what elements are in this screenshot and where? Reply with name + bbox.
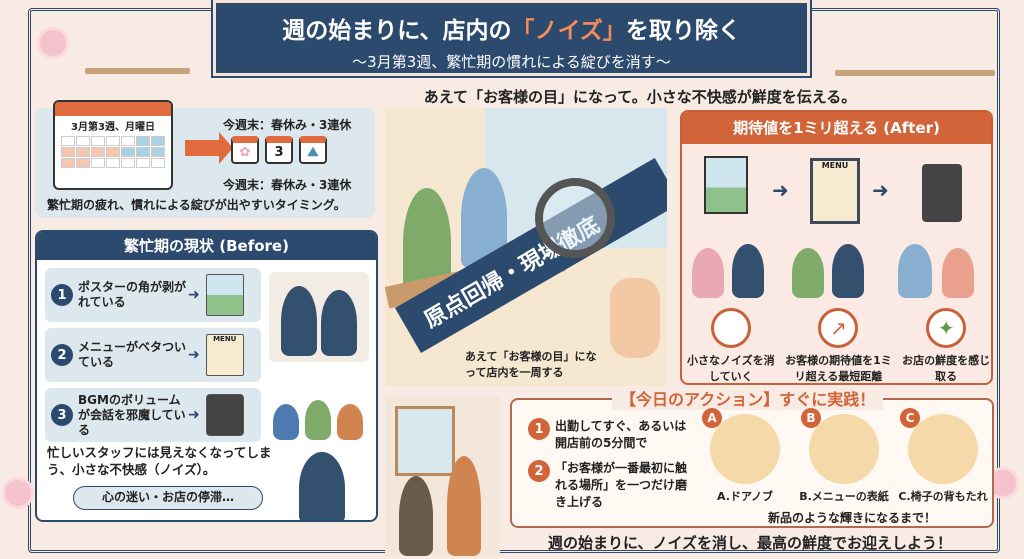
action-step: 2 「お客様が一番最初に触れる場所」を一つだけ磨き上げる (522, 460, 692, 511)
action-step: 1 出勤してすぐ、あるいは開店前の5分間で (522, 418, 692, 452)
title-part: 週の始まりに、店内の (282, 18, 512, 44)
action-target: B B.メニューの表紙 (795, 408, 893, 504)
arrow-icon: ➜ (188, 407, 200, 423)
arrow-icon: ➜ (188, 287, 200, 303)
thought-bubble: 心の迷い・お店の停滞… (73, 486, 263, 510)
speaker-icon (922, 164, 962, 222)
target-badge: C (900, 408, 920, 428)
no-noise-icon (710, 308, 751, 348)
item-text: メニューがベタついている (78, 340, 187, 369)
after-point: 小さなノイズを消していく (686, 308, 776, 383)
item-number: 2 (51, 344, 73, 366)
sakura-calendar-icon: ✿ (231, 136, 259, 164)
before-title: 繁忙期の現状 (Before) (37, 232, 376, 260)
speaker-icon (205, 394, 244, 436)
arrow-right-icon (185, 132, 233, 164)
torn-poster-icon (205, 274, 244, 316)
bottom-slogan: 週の始まりに、ノイズを消し、最高の鮮度でお迎えしよう！ (547, 534, 953, 552)
up-arrow-icon: ↗ (818, 308, 859, 348)
sticky-menu-icon: MENU (205, 334, 244, 376)
cherry-blossom-icon (5, 480, 31, 506)
after-point: ↗ お客様の期待値を1ミリ超える最短距離 (783, 308, 893, 383)
tired-staff-illustration (269, 272, 369, 362)
shelf (85, 68, 190, 74)
calendar-label: 3月第3週、月曜日 (71, 122, 155, 133)
step-number: 1 (528, 418, 550, 440)
action-target: A A.ドアノブ (696, 408, 794, 504)
step-text: 「お客様が一番最初に触れる場所」を一つだけ磨き上げる (555, 461, 688, 509)
travel-calendar-icon: ⛰ (299, 136, 327, 164)
magnifying-glass-icon (535, 178, 615, 258)
arrow-icon: ➜ (872, 178, 889, 202)
todays-action-panel: 【今日のアクション】すぐに実践！ 1 出勤してすぐ、あるいは開店前の5分間で 2… (510, 386, 994, 528)
arrow-icon: ➜ (188, 347, 200, 363)
after-point: ✦ お店の鮮度を感じ取る (901, 308, 991, 383)
title-banner: 週の始まりに、店内の「ノイズ」を取り除く 〜3月第3週、繁忙期の慣れによる綻びを… (211, 0, 812, 78)
action-target: C C.椅子の背もたれ (894, 408, 992, 504)
step-number: 2 (528, 460, 550, 482)
action-title: 【今日のアクション】すぐに実践！ (612, 386, 884, 410)
chair-back-icon: C (900, 408, 978, 484)
worried-staff-illustration (299, 452, 345, 520)
item-number: 1 (51, 284, 73, 306)
calendar-icon: 3月第3週、月曜日 (53, 100, 173, 190)
cherry-blossom-icon (40, 30, 66, 56)
door-knob-icon: A (702, 408, 780, 484)
target-badge: A (702, 408, 722, 428)
target-label: B.メニューの表紙 (799, 490, 889, 503)
title-highlight: 「ノイズ」 (511, 18, 626, 44)
arrow-icon: ➜ (772, 178, 789, 202)
after-title: 期待値を1ミリ超える (After) (682, 112, 991, 144)
before-note: 忙しいスタッフには見えなくなってしまう、小さな不快感（ノイズ）。 (47, 445, 272, 477)
sparkle-icon: ✦ (926, 308, 967, 348)
weekend-label: 今週末：春休み・3連休 (223, 178, 352, 192)
action-note: 新品のような輝きになるまで！ (767, 511, 936, 525)
item-number: 3 (51, 404, 73, 426)
before-item: 3 BGMのボリュームが会話を邪魔している ➜ (45, 388, 261, 442)
calendar-section: 3月第3週、月曜日 今週末：春休み・3連休 ✿ 3 ⛰ 今週末：春休み・3連休 … (35, 100, 375, 218)
center-caption: あえて「お客様の目」になって店内を一周する (465, 350, 597, 379)
walkaround-illustration (385, 396, 500, 556)
cherry-blossom-icon (990, 470, 1016, 496)
shelf (835, 70, 995, 76)
before-item: 2 メニューがベタついている ➜ MENU (45, 328, 261, 382)
tagline: あえて「お客様の目」になって。小さな不快感が鮮度を伝える。 (423, 88, 857, 106)
before-item: 1 ポスターの角が剥がれている ➜ (45, 268, 261, 322)
step-text: 出勤してすぐ、あるいは開店前の5分間で (555, 419, 687, 450)
calendar-note: 繁忙期の疲れ、慣れによる綻びが出やすいタイミング。 (47, 198, 346, 212)
item-text: ポスターの角が剥がれている (78, 280, 187, 309)
after-point-text: お店の鮮度を感じ取る (902, 354, 991, 383)
after-panel: 期待値を1ミリ超える (After) ➜ MENU ➜ 小さなノイズを消していく… (680, 110, 993, 385)
target-label: C.椅子の背もたれ (898, 490, 988, 503)
before-panel: 繁忙期の現状 (Before) 1 ポスターの角が剥がれている ➜ 2 メニュー… (35, 230, 378, 522)
happy-people-illustration (688, 242, 988, 298)
target-badge: B (801, 408, 821, 428)
fixed-poster-icon (704, 156, 748, 214)
after-point-text: お客様の期待値を1ミリ超える最短距離 (785, 354, 892, 383)
center-illustration: 原点回帰・現場徹底 あえて「お客様の目」になって店内を一周する (385, 108, 667, 386)
title-part: を取り除く (625, 18, 741, 44)
clean-menu-icon: MENU (810, 158, 860, 224)
menu-cover-icon: B (801, 408, 879, 484)
hand (610, 278, 660, 358)
target-label: A.ドアノブ (717, 490, 773, 503)
item-text: BGMのボリュームが会話を邪魔している (78, 392, 186, 437)
page-subtitle: 〜3月第3週、繁忙期の慣れによる綻びを消す〜 (352, 53, 671, 71)
date-calendar-icon: 3 (265, 136, 293, 164)
after-point-text: 小さなノイズを消していく (686, 354, 775, 383)
confused-customers-illustration (269, 392, 369, 440)
weekend-label: 今週末：春休み・3連休 (223, 118, 352, 132)
page-title: 週の始まりに、店内の「ノイズ」を取り除く (216, 11, 807, 45)
